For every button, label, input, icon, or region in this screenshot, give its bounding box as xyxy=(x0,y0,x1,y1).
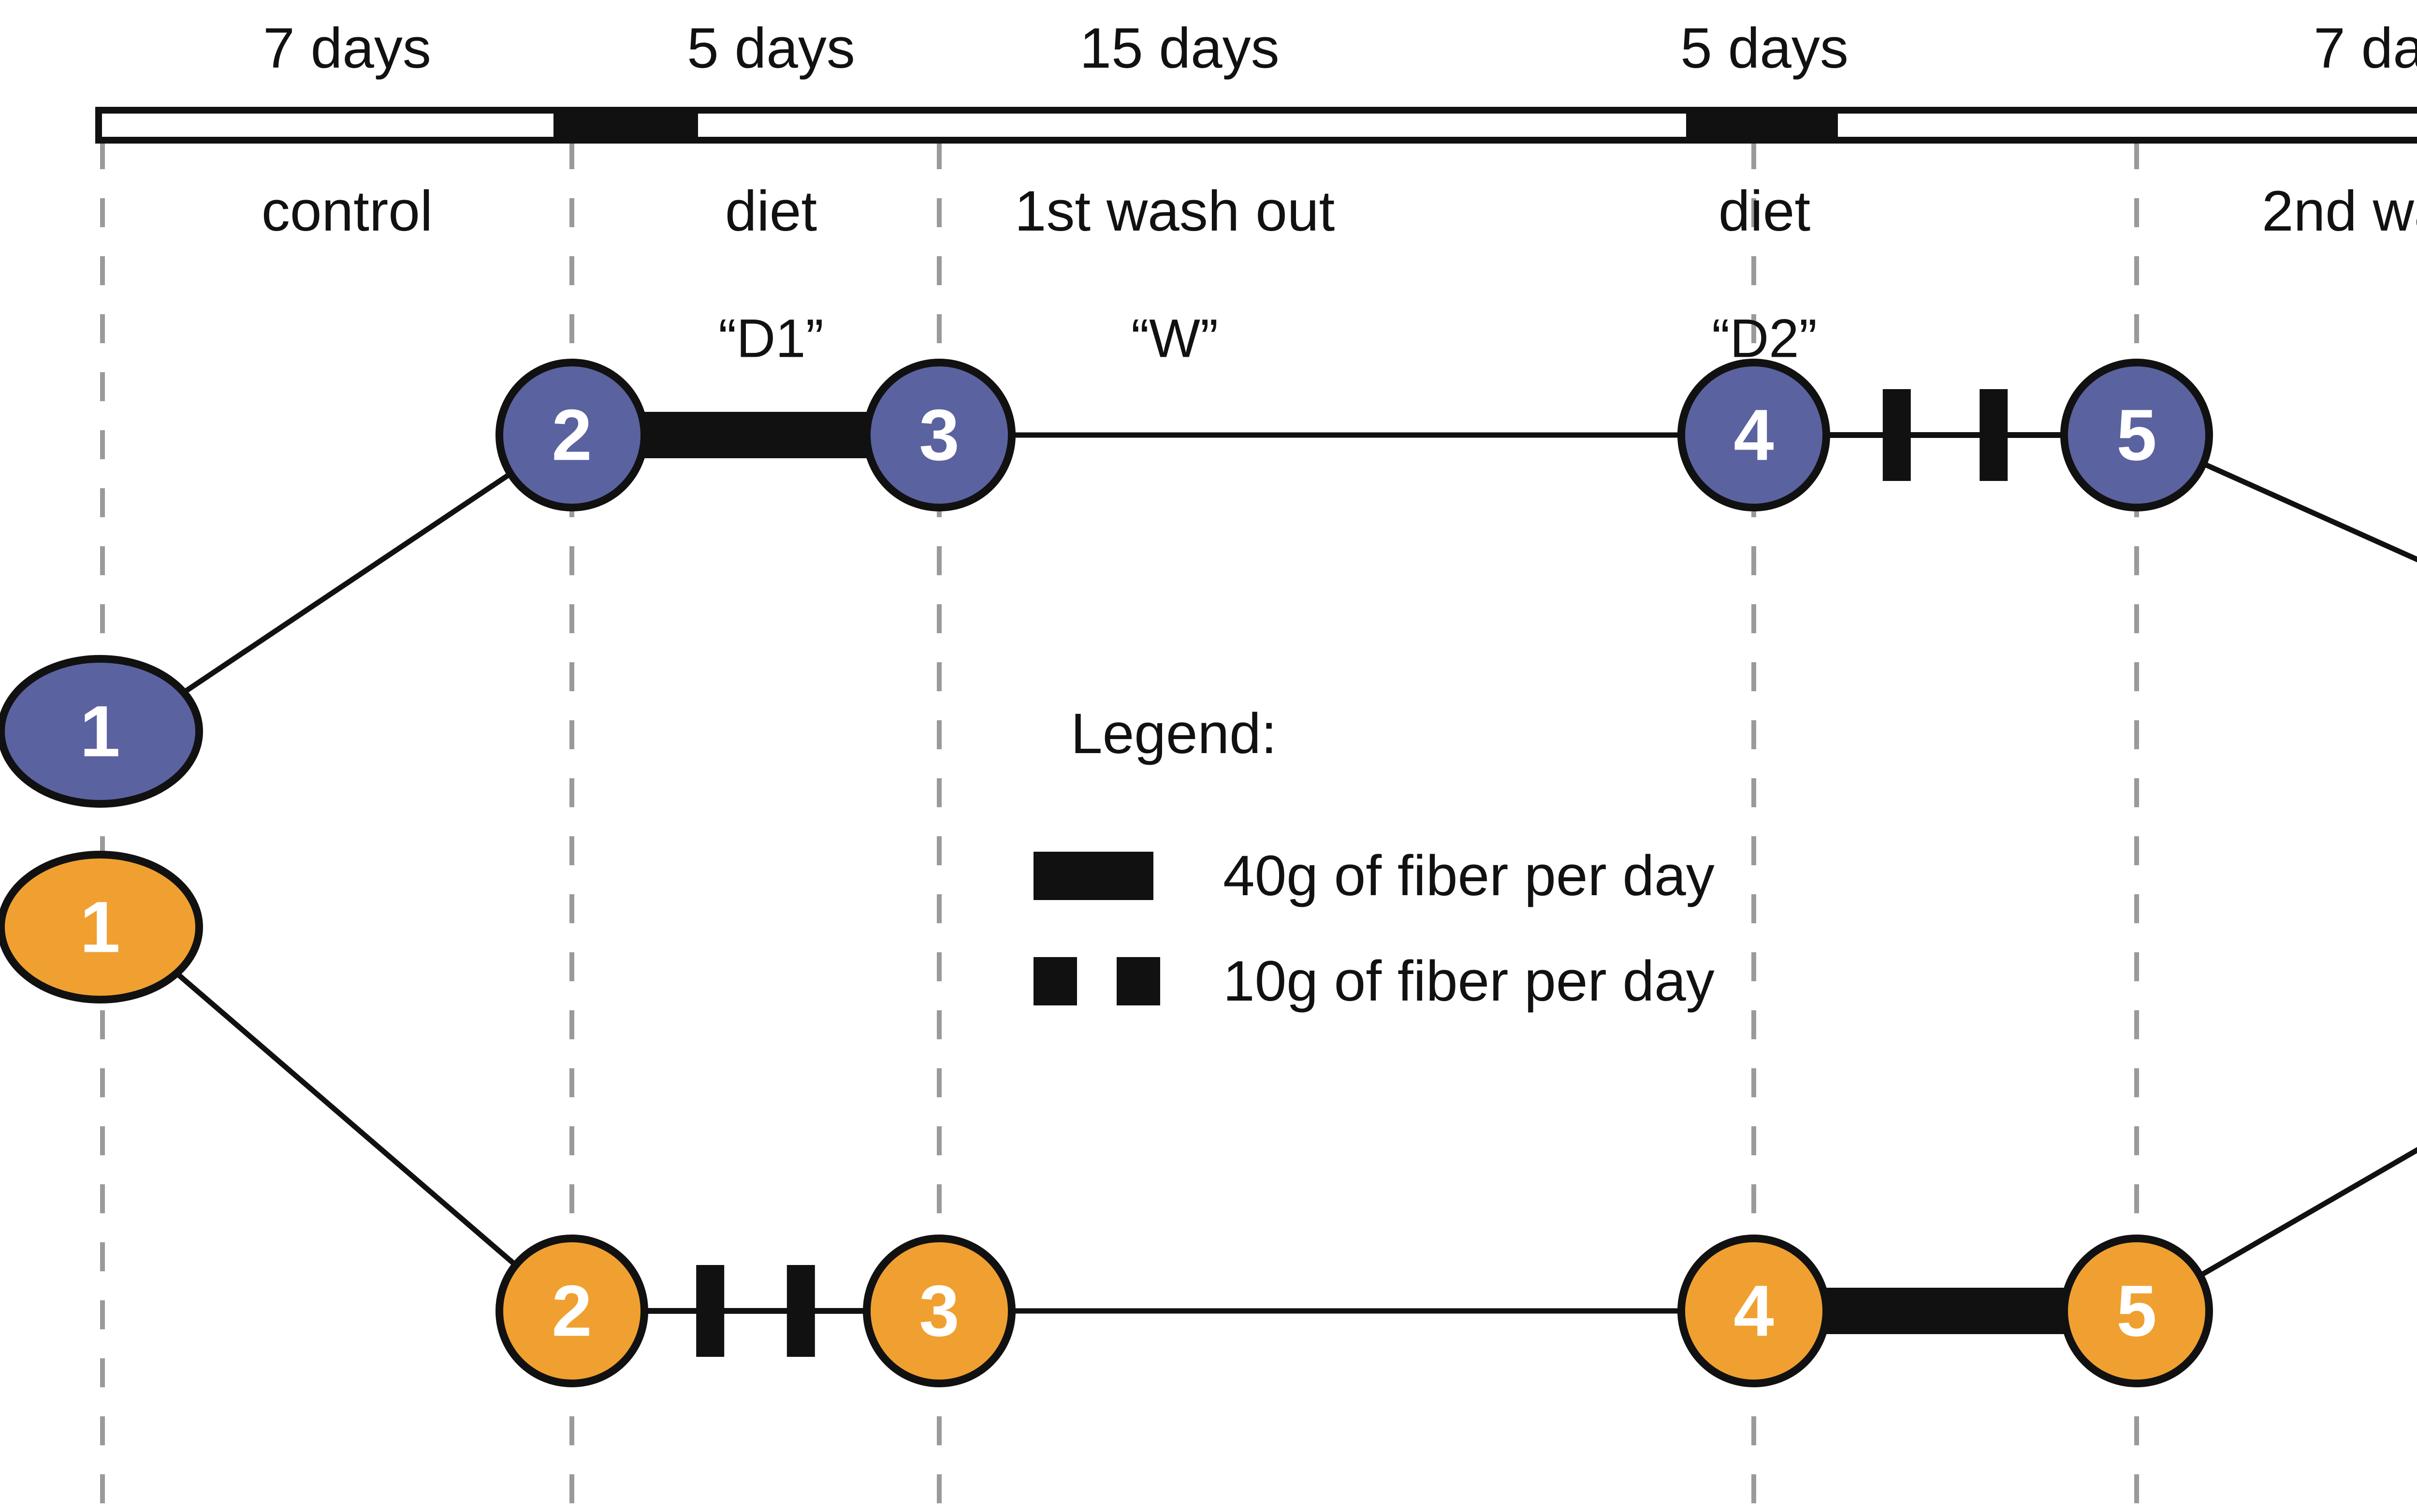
edge-group-b-2-3-10g-dash-2 xyxy=(786,1265,815,1357)
duration-label-4: 5 days xyxy=(1680,16,1849,80)
duration-label-2: 5 days xyxy=(687,16,855,80)
legend-title: Legend: xyxy=(1071,702,1277,766)
node-group-b-1[interactable] xyxy=(0,851,203,1003)
timeline-segment-diet-1 xyxy=(553,107,698,144)
duration-label-3: 15 days xyxy=(1079,16,1280,80)
legend-swatch-10g-dash-2 xyxy=(1117,957,1160,1005)
phase-label-5: 2nd wash out xyxy=(2262,179,2417,243)
node-group-a-5[interactable] xyxy=(2060,359,2213,511)
timeline-bar-group xyxy=(95,107,2417,144)
duration-label-1: 7 days xyxy=(263,16,431,80)
nodes-group xyxy=(0,359,2213,1387)
node-group-a-1[interactable] xyxy=(0,655,203,808)
phase-label-2: diet xyxy=(725,179,817,243)
timeline-segment-1st-wash-out xyxy=(691,107,1693,144)
edge-group-a-4-5-10g-dash-1 xyxy=(1882,389,1911,481)
node-group-a-3[interactable] xyxy=(863,359,1016,511)
phase-label-1: control xyxy=(261,179,433,243)
timeline-segment-diet-2 xyxy=(1686,107,1838,144)
timeline-segment-control xyxy=(95,107,560,144)
edge-group-b-5-6-thin xyxy=(2197,1147,2417,1279)
phase-label-3: 1st wash out xyxy=(1014,179,1335,243)
edges-group xyxy=(173,389,2417,1357)
phase-code-2: “D1” xyxy=(718,308,824,369)
edge-group-b-1-2-thin xyxy=(173,969,519,1269)
edge-group-a-5-6-thin xyxy=(2200,460,2417,563)
legend-swatch-40g xyxy=(1034,852,1153,900)
node-group-a-4[interactable] xyxy=(1677,359,1830,511)
phase-code-3: “W” xyxy=(1131,308,1219,369)
node-group-b-4[interactable] xyxy=(1677,1235,1830,1387)
phase-code-4: “D2” xyxy=(1712,308,1817,369)
node-group-b-2[interactable] xyxy=(495,1235,648,1387)
node-group-b-5[interactable] xyxy=(2060,1235,2213,1387)
node-group-b-3[interactable] xyxy=(863,1235,1016,1387)
edge-group-b-2-3-10g-dash-1 xyxy=(696,1265,725,1357)
timeline-segment-2nd-wash-out xyxy=(1831,107,2417,144)
legend-swatch-10g-dash-1 xyxy=(1034,957,1077,1005)
phase-label-4: diet xyxy=(1718,179,1811,243)
duration-label-5: 7 days xyxy=(2314,16,2417,80)
legend-label-40g: 40g of fiber per day xyxy=(1223,844,1715,908)
edge-group-a-1-2-thin xyxy=(180,470,514,697)
edge-group-a-4-5-10g-dash-2 xyxy=(1980,389,2008,481)
node-group-a-2[interactable] xyxy=(495,359,648,511)
legend-label-10g: 10g of fiber per day xyxy=(1223,949,1715,1013)
